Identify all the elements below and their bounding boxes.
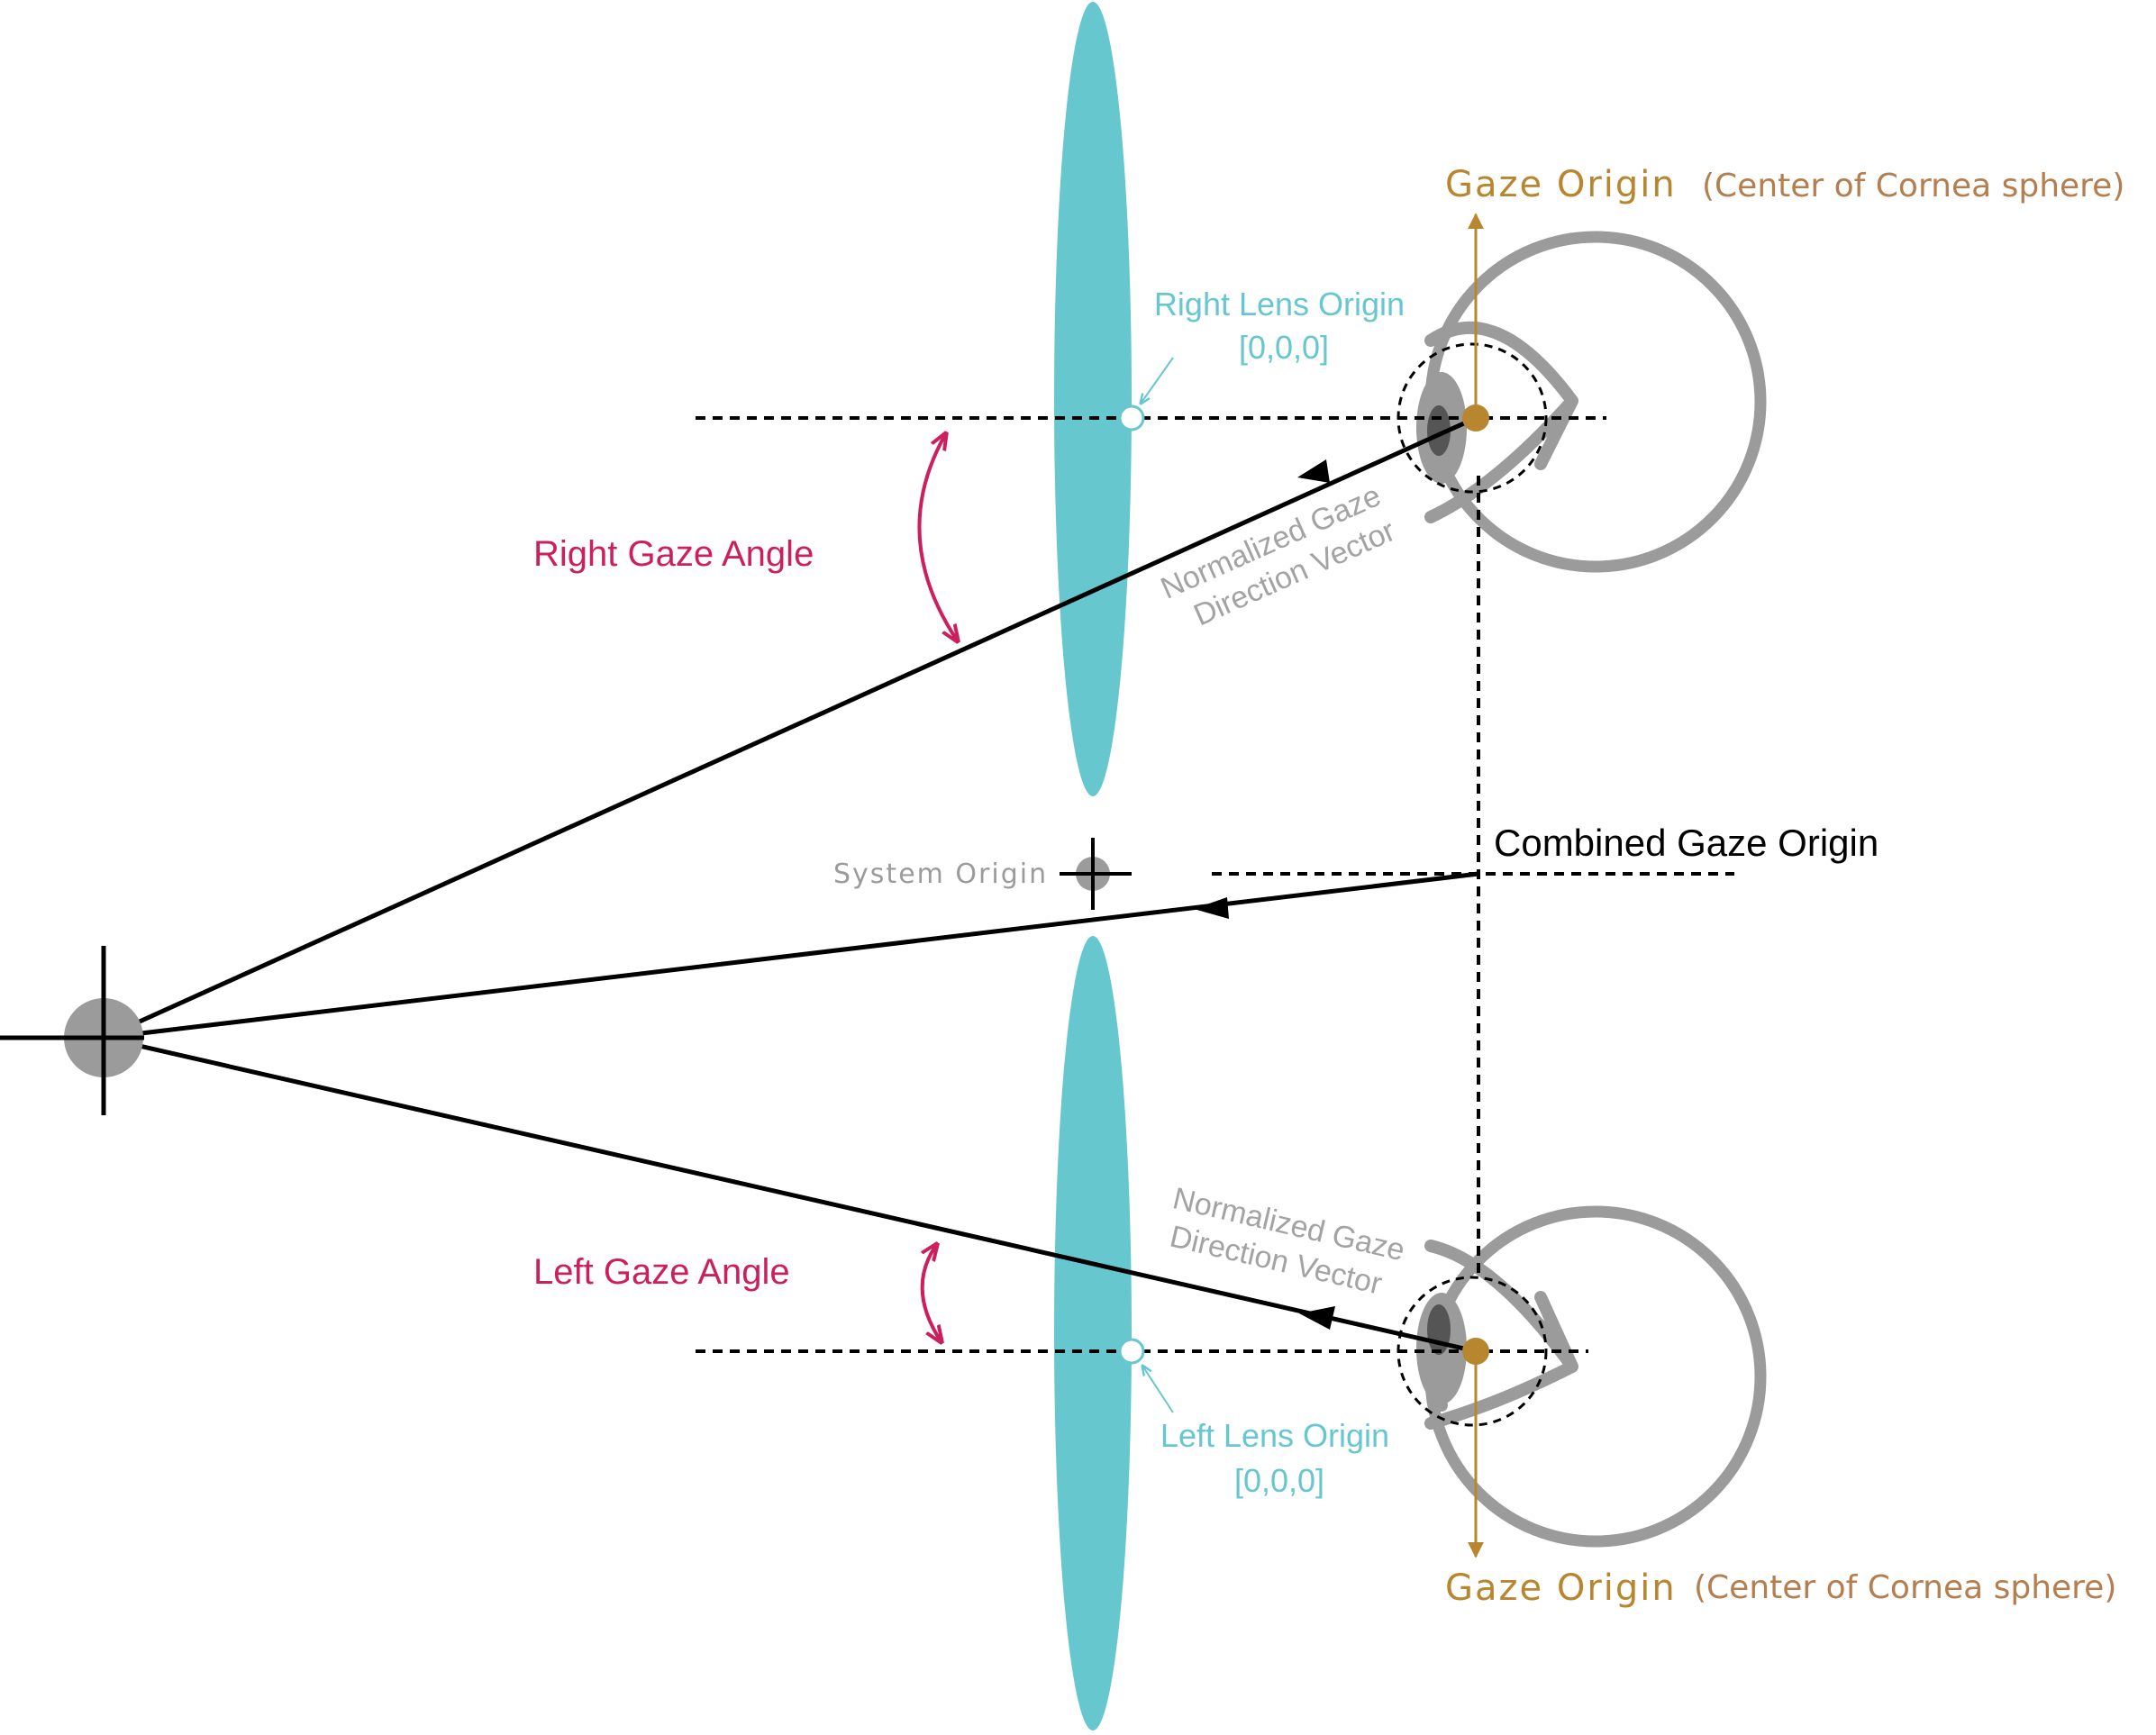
left-lens-origin-label: Left Lens Origin	[1160, 1417, 1389, 1454]
right-vector-label: Normalized Gaze Direction Vector	[1156, 478, 1400, 632]
right-gaze-angle-label: Right Gaze Angle	[533, 534, 814, 574]
left-gaze-origin-dot	[1462, 1338, 1489, 1365]
left-eye	[1396, 1205, 1767, 1548]
right-lens-origin-pointer	[1141, 357, 1174, 404]
system-origin-label: System Origin	[833, 858, 1048, 890]
right-lens-origin-coords: [0,0,0]	[1239, 329, 1329, 366]
right-gaze-angle-arc	[917, 433, 958, 641]
fixation-point	[0, 946, 144, 1115]
left-lens	[1054, 936, 1132, 1730]
gaze-origin-top-label: Gaze Origin	[1445, 164, 1677, 205]
left-gaze-angle-label: Left Gaze Angle	[533, 1252, 790, 1292]
left-gaze-ray	[103, 1035, 1477, 1354]
right-gaze-origin-dot	[1462, 404, 1489, 431]
left-lens-origin-pointer	[1142, 1366, 1174, 1413]
system-origin-marker	[1060, 838, 1132, 910]
left-pupil	[1427, 1304, 1451, 1355]
right-gaze-ray	[102, 415, 1478, 1040]
combined-gaze-origin-label: Combined Gaze Origin	[1494, 822, 1879, 864]
left-eyeball	[1424, 1205, 1767, 1548]
right-lens-origin-label: Right Lens Origin	[1154, 286, 1405, 322]
combined-gaze-ray	[103, 871, 1479, 1040]
left-gaze-angle-arc	[920, 1244, 942, 1342]
right-eye	[1396, 231, 1767, 573]
left-lens-origin-marker	[1118, 1338, 1145, 1365]
gaze-origin-bottom-paren: (Center of Cornea sphere)	[1694, 1569, 2116, 1606]
right-lens	[1054, 2, 1132, 796]
right-eyelid	[1417, 321, 1578, 523]
right-ray-arrowhead	[1297, 459, 1330, 483]
gaze-origin-top-paren: (Center of Cornea sphere)	[1702, 168, 2124, 204]
left-eyelid	[1417, 1240, 1578, 1430]
combined-ray-arrowhead	[1194, 897, 1229, 919]
gaze-origin-bottom-label: Gaze Origin	[1445, 1567, 1677, 1609]
right-lens-origin-marker	[1118, 404, 1145, 431]
left-lens-origin-coords: [0,0,0]	[1234, 1462, 1324, 1499]
left-ray-arrowhead	[1299, 1306, 1335, 1330]
